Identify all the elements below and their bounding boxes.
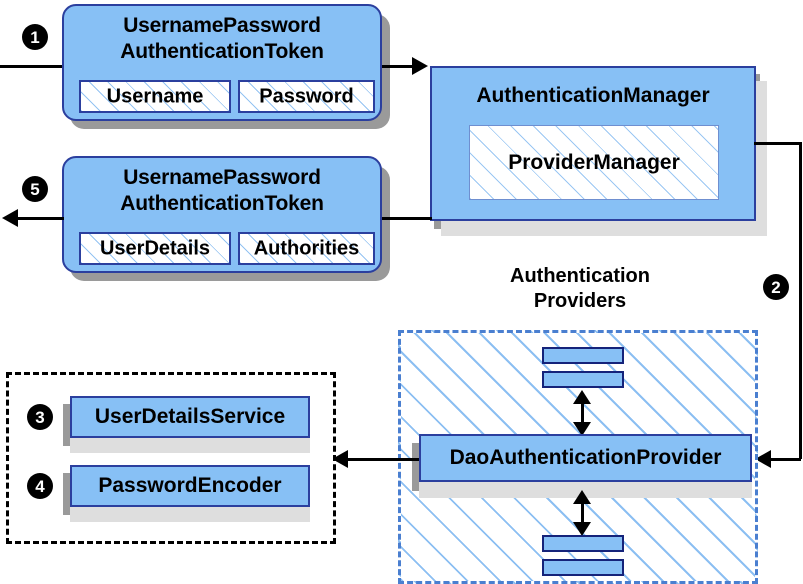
token-to-manager-arrow	[412, 57, 428, 75]
dao-authentication-provider-box[interactable]: DaoAuthenticationProvider	[419, 434, 752, 482]
provider-bar-top-1[interactable]	[542, 347, 624, 364]
user-details-field[interactable]: UserDetails	[79, 232, 231, 265]
step-4-badge: 4	[27, 473, 53, 499]
password-field-label: Password	[259, 85, 354, 107]
manager-to-provider-line-vertical	[799, 142, 802, 459]
provider-link-top-arrow-up	[573, 390, 591, 404]
provider-link-bottom-arrow-up	[573, 490, 591, 504]
provider-link-bottom-arrow-down	[573, 522, 591, 536]
password-field[interactable]: Password	[238, 80, 375, 113]
dao-authentication-provider-label: DaoAuthenticationProvider	[449, 446, 722, 469]
provider-manager-box[interactable]: ProviderManager	[469, 125, 719, 200]
manager-to-provider-arrow	[755, 450, 771, 468]
provider-link-top-arrow-down	[573, 422, 591, 436]
user-details-service-box[interactable]: UserDetailsService	[70, 396, 310, 438]
provider-to-services-line	[345, 458, 419, 461]
response-token-outgoing-arrow	[2, 209, 18, 227]
step-3-badge: 3	[27, 404, 53, 430]
password-encoder-box[interactable]: PasswordEncoder	[70, 465, 310, 507]
authorities-field-label: Authorities	[253, 237, 360, 259]
authorities-field[interactable]: Authorities	[238, 232, 375, 265]
step-5-badge: 5	[22, 176, 48, 202]
provider-link-bottom-line	[581, 494, 584, 532]
manager-to-provider-line-bottom	[768, 458, 801, 461]
username-field-label: Username	[106, 85, 204, 107]
provider-bar-bottom-2[interactable]	[542, 559, 624, 576]
response-token-title-line1: UsernamePassword	[123, 166, 321, 189]
manager-to-response-token-line	[382, 217, 432, 220]
authentication-manager-box[interactable]: AuthenticationManager ProviderManager	[430, 66, 756, 221]
request-token-title-line2: AuthenticationToken	[120, 40, 324, 63]
user-details-field-label: UserDetails	[99, 237, 211, 259]
response-token-outgoing-line	[16, 217, 64, 220]
provider-link-top-line	[581, 394, 584, 432]
password-encoder-label: PasswordEncoder	[98, 474, 282, 497]
authentication-manager-title: AuthenticationManager	[476, 84, 710, 107]
providers-caption-line2: Providers	[533, 290, 627, 312]
request-token-box[interactable]: UsernamePassword AuthenticationToken Use…	[62, 4, 382, 121]
response-token-box[interactable]: UsernamePassword AuthenticationToken Use…	[62, 156, 382, 273]
providers-caption-line1: Authentication	[510, 265, 650, 287]
token-to-manager-line	[382, 65, 420, 68]
username-field[interactable]: Username	[79, 80, 231, 113]
user-details-service-label: UserDetailsService	[94, 405, 286, 428]
provider-manager-label: ProviderManager	[508, 150, 680, 174]
provider-bar-bottom-1[interactable]	[542, 535, 624, 552]
provider-to-services-arrow	[332, 450, 348, 468]
step-1-badge: 1	[22, 24, 48, 50]
request-token-title-line1: UsernamePassword	[123, 14, 321, 37]
manager-to-provider-line-top	[754, 142, 801, 145]
response-token-title-line2: AuthenticationToken	[120, 192, 324, 215]
incoming-request-line	[0, 65, 75, 68]
step-2-badge: 2	[763, 274, 789, 300]
providers-caption: Authentication Providers	[460, 264, 700, 314]
provider-bar-top-2[interactable]	[542, 371, 624, 388]
